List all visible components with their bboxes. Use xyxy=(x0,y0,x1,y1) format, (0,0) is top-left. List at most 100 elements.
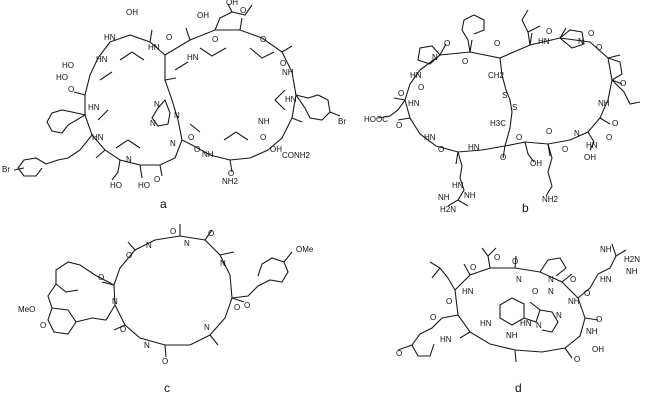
structure-b-atom: O xyxy=(462,57,468,66)
structure-a-atom: O xyxy=(194,145,200,154)
structure-b-atom: HN xyxy=(468,143,480,152)
structure-d-ring xyxy=(454,267,586,353)
structure-c-atom: O xyxy=(120,325,126,334)
structure-d-atom: O xyxy=(446,297,452,306)
structure-d-atom: HN xyxy=(600,275,612,284)
structure-a-atom: HO xyxy=(56,73,68,82)
structure-d-indole-imidazole xyxy=(499,297,559,333)
structure-b-atom: NH xyxy=(598,99,610,108)
structure-a-phenyl-left xyxy=(46,109,87,134)
structure-c-atom: OMe xyxy=(296,245,314,254)
structure-a-atom: N xyxy=(170,139,176,148)
structure-b-atom: S xyxy=(502,91,507,100)
structure-a-atom: OH xyxy=(126,8,138,17)
structure-b: O O N O HN O O N HN O O NH CH2 S S H3C H… xyxy=(364,9,641,215)
structure-b-atom: HN xyxy=(538,37,550,46)
structure-a-atom: O xyxy=(260,35,266,44)
structure-b-atom: O xyxy=(596,43,602,52)
structure-a-atom: HN xyxy=(187,53,199,62)
structure-a-atom: HN xyxy=(104,33,116,42)
structure-b-atom: O xyxy=(516,133,522,142)
structure-b-atom: H2N xyxy=(440,205,456,214)
structure-d-atom: HN xyxy=(462,287,474,296)
structure-b-atom: O xyxy=(606,133,612,142)
structure-d-atom: HN xyxy=(440,335,452,344)
structure-a-atom: HN xyxy=(92,133,104,142)
structure-a-bromophenyl-right xyxy=(294,94,341,121)
structure-d-atom: O xyxy=(470,263,476,272)
structure-d-ring-detail xyxy=(459,255,599,363)
structure-a-atom: O xyxy=(212,35,218,44)
structure-b-atom: N xyxy=(574,129,580,138)
structure-b-atom: O xyxy=(620,79,626,88)
structure-a-atom: HO xyxy=(138,181,150,190)
structure-b-atom: O xyxy=(398,89,404,98)
structure-d-atom: O xyxy=(570,275,576,284)
structure-d-arg xyxy=(577,243,627,299)
structure-b-atom: HN xyxy=(452,181,464,190)
structure-b-prolines xyxy=(417,29,623,81)
structure-a-atom: Br xyxy=(338,117,346,126)
structure-b-atom: O xyxy=(418,83,424,92)
structure-b-atom: O xyxy=(396,121,402,130)
structure-b-disulfide xyxy=(499,57,513,147)
structure-d-atom: NH xyxy=(568,297,580,306)
structure-a-atom: O xyxy=(280,59,286,68)
structure-b-atom: HN xyxy=(586,141,598,150)
panel-label-d: d xyxy=(515,381,522,395)
structure-c-biaryl-ether xyxy=(47,261,116,335)
structure-d-atom: OH xyxy=(592,345,604,354)
structure-d-atom: O xyxy=(532,287,538,296)
structure-a-ring-detail xyxy=(97,47,286,149)
structure-a-atom: O xyxy=(228,169,234,178)
structure-d-atom: O xyxy=(596,315,602,324)
structure-d-atom: O xyxy=(512,257,518,266)
structure-a-atom: OH xyxy=(197,11,209,20)
structure-a-atom: NH xyxy=(202,150,214,159)
structure-b-atom: O xyxy=(546,27,552,36)
structure-d-atom: N xyxy=(548,287,554,296)
structure-a-atom: HO xyxy=(62,61,74,70)
structure-a-atom: HN xyxy=(88,103,100,112)
structure-b-atom: O xyxy=(438,145,444,154)
structure-b-atom: CH2 xyxy=(488,71,505,80)
structure-c-atom: N xyxy=(184,239,190,248)
structure-a-atom: HO xyxy=(110,181,122,190)
panel-label-c: c xyxy=(164,381,170,395)
structure-b-atom: HN xyxy=(408,99,420,108)
structure-a-atom: OH xyxy=(270,145,282,154)
structure-c: O N O N MeO O N O O N N OMe O O O N O c xyxy=(18,224,314,395)
structure-c-atom: MeO xyxy=(18,305,35,314)
structure-d-pyroglu xyxy=(397,314,459,357)
structure-b-atom: HN xyxy=(424,133,436,142)
structure-d-pro xyxy=(539,257,567,277)
structure-b-ile-top xyxy=(521,9,541,46)
structure-a-atom: O xyxy=(166,33,172,42)
structure-a-atom: N xyxy=(154,100,160,109)
structure-d-leu xyxy=(429,261,456,291)
structure-a-atom: O xyxy=(68,85,74,94)
structure-b-atom: HOOC xyxy=(364,115,388,124)
structure-c-atom: N xyxy=(112,297,118,306)
structure-a-atom: NH2 xyxy=(222,177,239,186)
structure-b-atom: O xyxy=(612,119,618,128)
structure-b-asp-sidechain xyxy=(377,99,406,119)
structure-c-atom: N xyxy=(204,323,210,332)
structure-b-atom: O xyxy=(588,29,594,38)
structure-d-atom: NH xyxy=(586,327,598,336)
structure-b-atom: H3C xyxy=(490,119,506,128)
structure-d-atom: N xyxy=(536,321,542,330)
structure-d-atom: O xyxy=(430,313,436,322)
structure-a-atom: NH xyxy=(258,117,270,126)
structure-b-ring-detail xyxy=(393,27,623,165)
structure-c-ring-detail xyxy=(101,224,245,358)
structure-c-atom: O xyxy=(98,273,104,282)
structure-c-atom: N xyxy=(144,341,150,350)
structure-a-atom: OH xyxy=(226,0,238,7)
structure-a-acid-sidechain xyxy=(214,3,253,31)
structure-d-atom: O xyxy=(574,355,580,364)
structure-c-atom: O xyxy=(244,301,250,310)
structure-d-atom: O xyxy=(396,349,402,358)
